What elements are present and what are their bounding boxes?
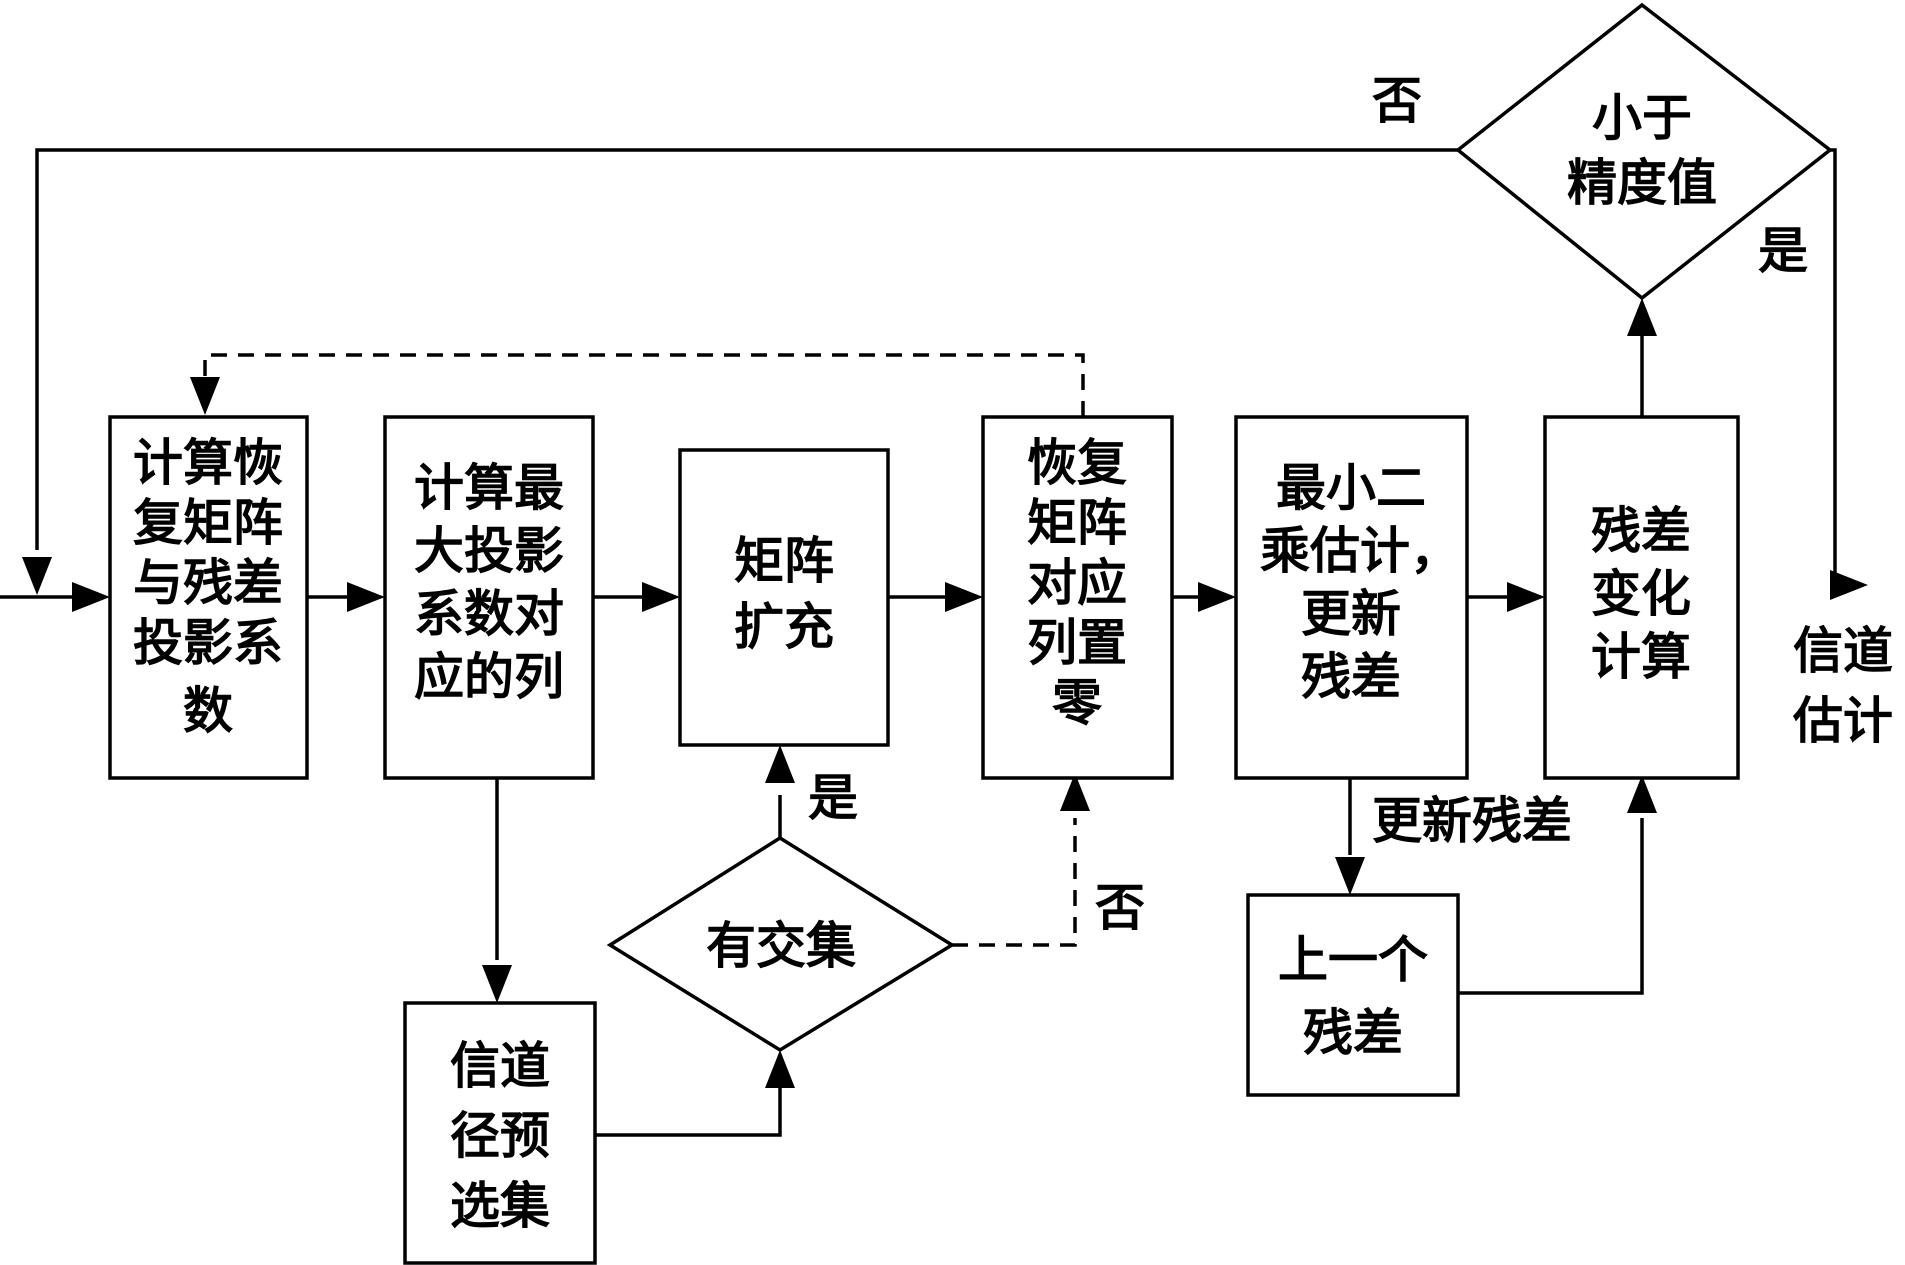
label-no-top: 否 (1372, 71, 1422, 130)
box3-line-2: 扩充 (734, 597, 834, 656)
box7-line-1: 信道 (450, 1036, 550, 1095)
output-line-2: 估计 (1792, 691, 1893, 750)
arrowhead-precision (1627, 298, 1657, 336)
connector-preselect-intersection (595, 1085, 782, 1137)
box2-line-2: 大投影 (414, 521, 564, 580)
label-yes-intersection: 是 (808, 768, 858, 827)
arrowhead-input (72, 582, 110, 612)
feedback-no-line (35, 148, 1458, 550)
label-yes-right: 是 (1758, 221, 1808, 280)
box1-line-5: 数 (183, 681, 233, 740)
output-line-1: 信道 (1793, 621, 1893, 680)
arrowhead-box5 (1198, 582, 1236, 612)
arrowhead-box6-bottom (1627, 775, 1657, 813)
box4-line-3: 对应 (1027, 553, 1127, 612)
connector-zero-to-box1 (203, 353, 1085, 417)
arrowhead-output (1830, 570, 1868, 600)
intersection-text: 有交集 (706, 916, 856, 975)
decision-intersection: 有交集 (606, 835, 956, 1053)
box-channel-path-preselect: 信道 径预 选集 (403, 1001, 597, 1265)
box4-line-4: 列置 (1027, 613, 1127, 672)
box-max-projection-column: 计算最 大投影 系数对 应的列 (383, 415, 595, 780)
box-least-squares: 最小二 乘估计， 更新 残差 (1234, 415, 1469, 780)
box2-line-4: 应的列 (414, 647, 564, 706)
precision-line-2: 精度值 (1567, 153, 1717, 212)
box6-line-3: 计算 (1591, 627, 1691, 686)
box-previous-residual: 上一个 残差 (1246, 893, 1460, 1097)
box2-line-1: 计算最 (414, 458, 564, 517)
arrowhead-box3 (642, 582, 680, 612)
box-zero-matrix-column: 恢复 矩阵 对应 列置 零 (981, 415, 1174, 780)
arrowhead-box1-top (190, 377, 220, 415)
arrowhead-feedback (22, 557, 52, 595)
arrowhead-intersection-bottom (765, 1050, 795, 1088)
box-matrix-expand: 矩阵 扩充 (678, 448, 890, 747)
box8-line-2: 残差 (1303, 1003, 1403, 1062)
box6-line-1: 残差 (1591, 501, 1691, 560)
arrowhead-box6 (1507, 582, 1545, 612)
box8-line-1: 上一个 (1278, 930, 1428, 989)
box1-line-1: 计算恢 (133, 433, 283, 492)
box1-line-4: 投影系 (133, 613, 283, 672)
box5-line-4: 残差 (1301, 647, 1401, 706)
box4-line-2: 矩阵 (1027, 493, 1127, 552)
box-residual-change: 残差 变化 计算 (1543, 415, 1740, 780)
connector-previous-residual-change (1458, 818, 1644, 995)
arrowhead-box3-bottom (765, 745, 795, 783)
arrowhead-box4-bottom (1060, 773, 1090, 811)
box5-line-3: 更新 (1301, 584, 1401, 643)
box7-line-3: 选集 (450, 1176, 550, 1235)
box5-line-1: 最小二 (1276, 458, 1426, 517)
box6-line-2: 变化 (1591, 564, 1691, 623)
label-no-intersection: 否 (1095, 878, 1145, 937)
box1-line-3: 与残差 (133, 553, 283, 612)
box3-line-1: 矩阵 (734, 531, 834, 590)
box4-line-5: 零 (1052, 673, 1103, 732)
label-update-residual: 更新残差 (1372, 791, 1572, 850)
box4-line-1: 恢复 (1027, 433, 1127, 492)
box5-line-2: 乘估计， (1260, 521, 1460, 580)
arrowhead-box4 (945, 582, 983, 612)
arrowhead-preselect (482, 965, 512, 1003)
box7-line-2: 径预 (450, 1106, 550, 1165)
box2-line-3: 系数对 (414, 584, 564, 643)
box-compute-residual-projection: 计算恢 复矩阵 与残差 投影系 数 (108, 415, 309, 780)
arrowhead-previous (1335, 857, 1365, 895)
arrowhead-box2 (347, 582, 385, 612)
box1-line-2: 复矩阵 (133, 493, 283, 552)
output-yes-line (1830, 148, 1840, 587)
connector-intersection-no (952, 818, 1077, 947)
precision-line-1: 小于 (1592, 88, 1692, 147)
decision-precision: 小于 精度值 (1455, 2, 1833, 301)
